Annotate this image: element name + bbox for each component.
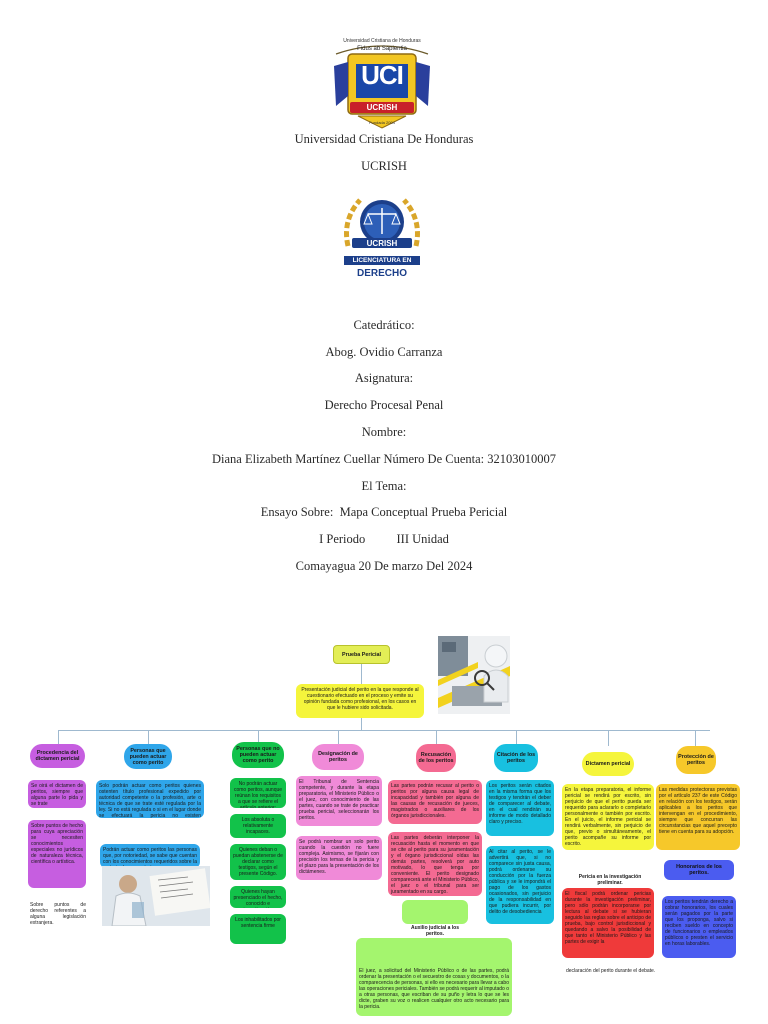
connector-b2 <box>148 730 149 744</box>
honorarios-header: Honorarios de los peritos. <box>664 860 734 880</box>
connector-b4 <box>338 730 339 744</box>
branch-procedencia-header: Procedencia del dictamen pericial <box>30 744 85 768</box>
label-asignatura: Asignatura: <box>354 371 414 385</box>
recusacion-item-1: Las partes podrán recusar al perito o pe… <box>388 780 482 824</box>
logo1-ribbon: UCRISH <box>366 103 398 112</box>
connector-horizontal <box>58 730 710 731</box>
student-name: Diana Elizabeth Martínez Cuellar Número … <box>212 452 556 466</box>
branch-citacion-header: Citación de los peritos <box>494 744 538 772</box>
branch-dictamen-header: Dictamen pericial <box>582 752 634 776</box>
citacion-item-1: Los peritos serán citados en la misma fo… <box>486 780 554 836</box>
auxilio-box <box>402 900 468 924</box>
label-nombre: Nombre: <box>361 425 407 439</box>
scientist-image <box>102 866 211 927</box>
logo1-top-text: Universidad Cristiana de Honduras <box>343 38 421 44</box>
dictamen-item-3: El fiscal podrá ordenar pericias durante… <box>562 888 654 958</box>
investigator-image <box>438 636 510 714</box>
no-pueden-item-4: Quienes hayan presenciado el hecho, cono… <box>230 886 286 908</box>
periodo-unidad: I Periodo III Unidad <box>319 532 449 546</box>
logo1-motto: Fidus ab Sapientia <box>357 46 407 52</box>
connector-b5 <box>436 730 437 744</box>
branch-proteccion-header: Protección de peritos <box>676 746 716 774</box>
branch-personas-header: Personas que pueden actuar como perito <box>124 744 172 769</box>
dictamen-item-4: declaración del perito durante el debate… <box>566 968 656 974</box>
personas-item-1: Solo podrán actuar como peritos quienes … <box>96 780 204 818</box>
procedencia-item-3: Sobre puntos de derecho referentes a alg… <box>30 902 86 926</box>
logo2-ribbon: UCRISH <box>366 239 398 248</box>
recusacion-item-2: Las partes deberán interponer la recusac… <box>388 832 482 896</box>
logo1-founded: Fundada 2004 <box>369 120 395 125</box>
university-acronym: UCRISH <box>361 159 407 173</box>
place-date: Comayagua 20 De marzo Del 2024 <box>295 559 473 573</box>
connector-b1 <box>58 730 59 744</box>
no-pueden-item-3: Quienes deban o puedan abstenerse de dec… <box>230 844 286 880</box>
dictamen-item-2: Pericia en la investigación preliminar. <box>578 874 642 886</box>
auxilio-title: Auxilio judicial a los peritos. <box>410 925 460 937</box>
tema-text: Ensayo Sobre: Mapa Conceptual Prueba Per… <box>260 505 508 519</box>
university-crest-logo <box>328 36 436 132</box>
branch-recusacion-header: Recusación de los peritos <box>416 744 456 772</box>
dictamen-item-1: En la etapa preparatoria, el informe per… <box>562 784 654 850</box>
logo1-letters: UCI <box>361 60 404 90</box>
no-pueden-item-2: Los absoluta o relativamente incapaces. <box>230 814 286 838</box>
catedratico-name: Abog. Ovidio Carranza <box>325 345 443 359</box>
label-catedratico: Catedrático: <box>353 318 415 332</box>
procedencia-item-2: Sobre puntos de hecho para cuya apreciac… <box>28 820 86 888</box>
auxilio-text: El juez, a solicitud del Ministerio Públ… <box>356 938 512 1016</box>
designacion-item-2: Se podrá nombrar un solo perito cuando l… <box>296 836 382 880</box>
connector-b6 <box>516 730 517 744</box>
law-faculty-logo <box>336 190 428 286</box>
map-definition: Presentación judicial del perito en la q… <box>296 684 424 718</box>
proteccion-item-1: Las medidas protectoras previstas por el… <box>656 784 740 850</box>
connector-trunk <box>361 718 362 730</box>
branch-designacion-header: Designación de peritos <box>312 744 364 770</box>
branch-no-pueden-header: Personas que no pueden actuar como perit… <box>232 742 284 768</box>
honorarios-item: Los peritos tendrán derecho a cobrar hon… <box>662 896 736 958</box>
asignatura-name: Derecho Procesal Penal <box>324 398 444 412</box>
designacion-item-1: El Tribunal de Sentencia competente, y d… <box>296 776 382 826</box>
personas-item-2: Podrán actuar como peritos las personas … <box>100 844 200 868</box>
connector-b7 <box>608 730 609 746</box>
label-tema: El Tema: <box>361 479 407 493</box>
connector-b8 <box>695 730 696 746</box>
citacion-item-2: Al citar al perito, se le advertirá que,… <box>486 846 554 924</box>
procedencia-item-1: Se oirá el dictamen de peritos, siempre … <box>28 780 86 808</box>
map-root-node: Prueba Pericial <box>333 645 390 664</box>
no-pueden-item-1: No podrán actuar como peritos, aunque re… <box>230 778 286 808</box>
connector-b3 <box>258 730 259 744</box>
logo2-line2: DERECHO <box>356 268 407 279</box>
connector-root <box>361 664 362 684</box>
university-name: Universidad Cristiana De Honduras <box>294 132 474 146</box>
logo2-line1: LICENCIATURA EN <box>352 257 412 264</box>
no-pueden-item-5: Los inhabilitados por sentencia firme <box>230 914 286 944</box>
